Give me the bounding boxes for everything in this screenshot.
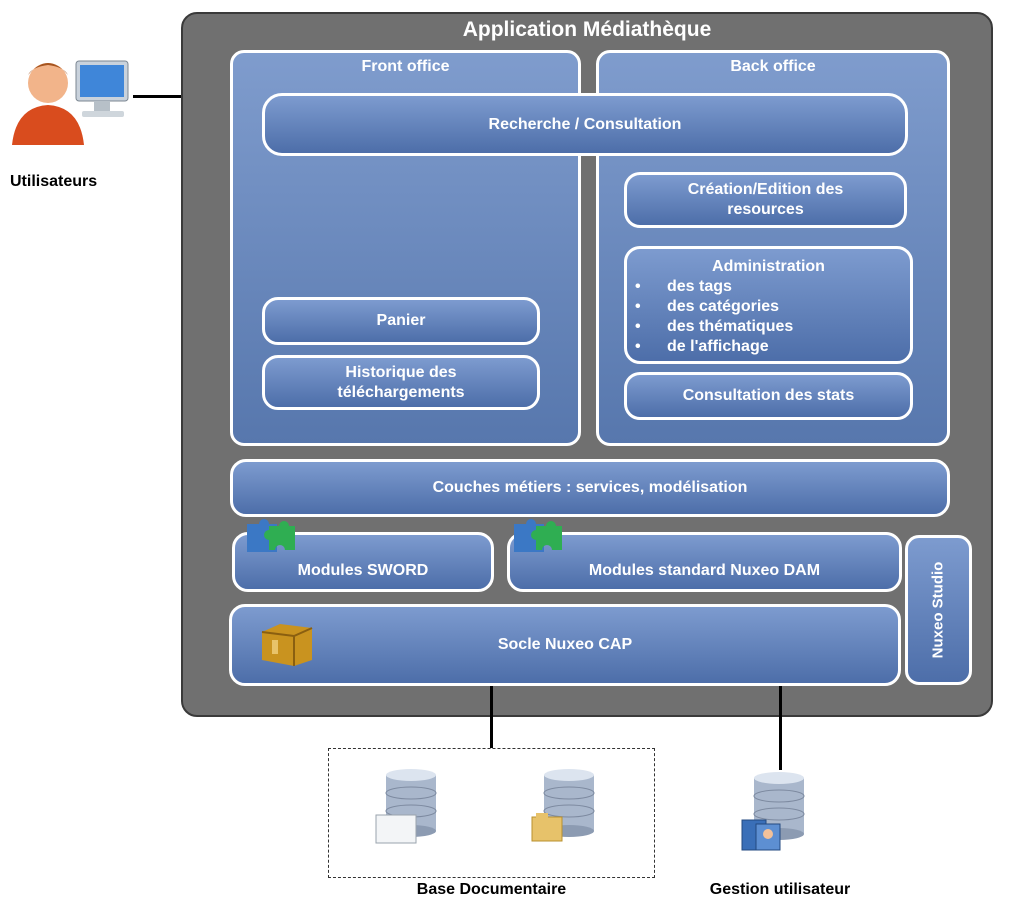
administration-list: des tags des catégories des thématiques … xyxy=(627,277,910,357)
puzzle-icon-sword xyxy=(243,516,298,556)
database-folder-icon xyxy=(530,767,610,847)
download-history-box: Historique des téléchargements xyxy=(262,355,540,410)
cart-box: Panier xyxy=(262,297,540,345)
database-users-icon xyxy=(740,770,820,855)
socle-to-users-line-vertical xyxy=(779,686,782,770)
database-icon xyxy=(372,767,452,847)
modules-dam-box: Modules standard Nuxeo DAM xyxy=(507,532,902,592)
modules-dam-label: Modules standard Nuxeo DAM xyxy=(588,562,821,579)
business-layer-box: Couches métiers : services, modélisation xyxy=(230,459,950,517)
stats-box: Consultation des stats xyxy=(624,372,913,420)
front-office-title: Front office xyxy=(361,58,450,75)
nuxeo-studio-label: Nuxeo Studio xyxy=(929,561,947,659)
puzzle-icon-dam xyxy=(510,516,565,556)
search-consultation-box: Recherche / Consultation xyxy=(262,93,908,156)
administration-box: Administration des tags des catégories d… xyxy=(624,246,913,364)
admin-item-categories: des catégories xyxy=(627,297,910,317)
admin-item-tags: des tags xyxy=(627,277,910,297)
admin-item-display: de l'affichage xyxy=(627,337,910,357)
nuxeo-studio-box: Nuxeo Studio xyxy=(905,535,972,685)
admin-item-themes: des thématiques xyxy=(627,317,910,337)
creation-edition-box: Création/Edition des resources xyxy=(624,172,907,228)
modules-sword-label: Modules SWORD xyxy=(297,562,429,579)
base-documentaire-label: Base Documentaire xyxy=(416,881,567,898)
base-documentaire-group xyxy=(328,748,655,878)
back-office-title: Back office xyxy=(730,58,816,75)
socle-to-base-line-vertical xyxy=(490,686,493,748)
socle-nuxeo-box: Socle Nuxeo CAP xyxy=(229,604,901,686)
app-title: Application Médiathèque xyxy=(462,18,712,41)
user-connector-line xyxy=(133,95,181,98)
gestion-utilisateur-label: Gestion utilisateur xyxy=(709,881,851,898)
administration-title: Administration xyxy=(712,258,825,275)
box-package-icon xyxy=(258,620,316,668)
modules-sword-box: Modules SWORD xyxy=(232,532,494,592)
users-label: Utilisateurs xyxy=(10,173,98,190)
user-computer-icon xyxy=(8,55,133,155)
